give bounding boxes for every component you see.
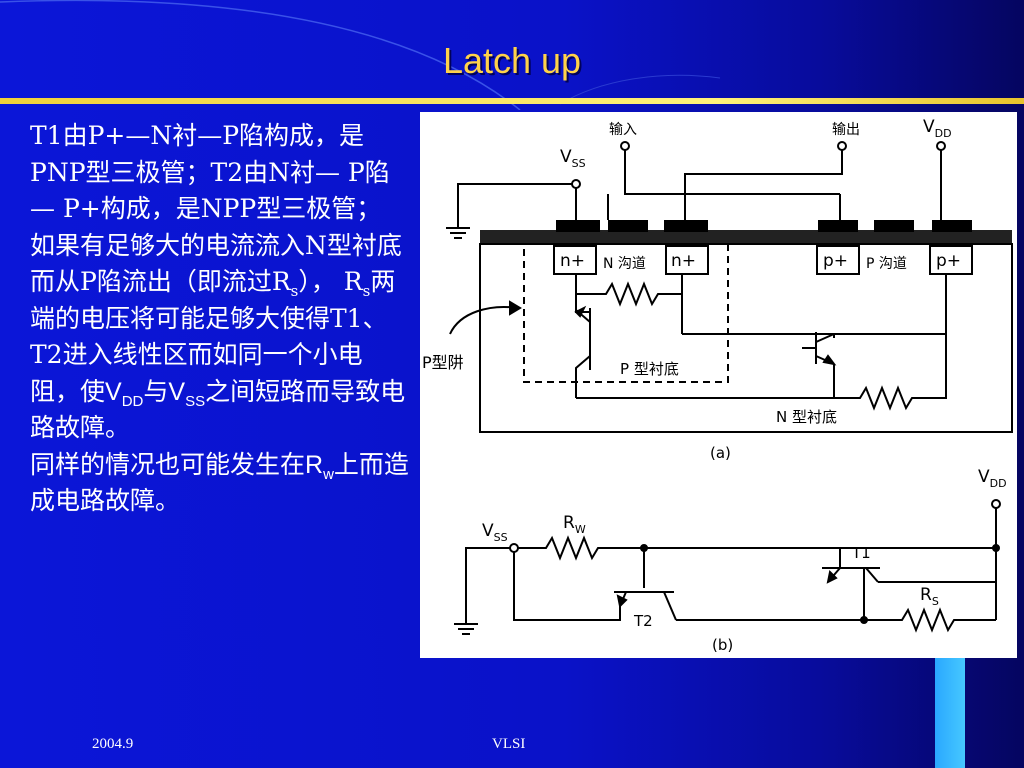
n-channel-label: N 沟道 — [603, 256, 646, 272]
p-substrate-label: P 型衬底 — [620, 360, 679, 378]
paragraph-3: 同样的情况也可能发生在Rw上而造成电路故障。 — [30, 449, 409, 516]
p-channel-label: P 沟道 — [866, 256, 907, 272]
oxide-layer — [480, 230, 1012, 244]
svg-text:n+: n+ — [560, 251, 585, 271]
vss-label-b: VSS — [482, 521, 508, 544]
svg-text:p+: p+ — [823, 251, 848, 271]
latchup-figure: 输入 输出 VDD VSS n+ N 沟道 — [420, 112, 1017, 658]
output-label: 输出 — [832, 122, 860, 138]
figure-a: 输入 输出 VDD VSS n+ N 沟道 — [422, 117, 1013, 462]
p-plus-diffusion-2 — [929, 245, 973, 275]
paragraph-2: 如果有足够大的电流流入N型衬底而从P陷流出（即流过Rs）， Rs两端的电压将可能… — [30, 230, 406, 443]
figure-b: VDD VSS RW T1 RS T2 — [454, 467, 1007, 654]
vdd-pin-b — [991, 499, 1001, 509]
paragraph-1: T1由P+—N衬—P陷构成，是PNP型三极管；T2由N衬— P陷— P+构成，是… — [30, 121, 390, 223]
vss-pin-b — [509, 543, 519, 553]
rs-label: RS — [920, 585, 939, 608]
footer-date: 2004.9 — [92, 736, 134, 752]
output-pin — [837, 141, 847, 151]
caption-a: (a) — [710, 444, 731, 462]
vss-label-a: VSS — [560, 147, 586, 170]
decorative-swoosh — [0, 0, 721, 110]
title-underline — [0, 98, 1024, 104]
svg-text:n+: n+ — [671, 251, 696, 271]
caption-b: (b) — [712, 636, 733, 654]
n-plus-diffusion-2 — [665, 245, 709, 275]
vss-pin-a — [571, 179, 581, 189]
body-text: T1由P+—N衬—P陷构成，是PNP型三极管；T2由N衬— P陷— P+构成，是… — [30, 118, 410, 520]
n-substrate-label: N 型衬底 — [776, 408, 837, 426]
vdd-label-b: VDD — [978, 467, 1007, 490]
decorative-accent-bar — [935, 658, 965, 768]
input-pin — [620, 141, 630, 151]
vdd-pin-a — [936, 141, 946, 151]
rw-label: RW — [563, 513, 586, 536]
t2-label: T2 — [633, 612, 653, 630]
input-label: 输入 — [609, 122, 637, 138]
circuit-diagram: 输入 输出 VDD VSS n+ N 沟道 — [422, 117, 1013, 654]
t1-label: T1 — [851, 544, 871, 562]
slide-title: Latch up — [442, 40, 582, 81]
footer-course: VLSI — [492, 736, 526, 752]
p-plus-diffusion-1 — [816, 245, 860, 275]
p-well-outline — [523, 243, 729, 383]
p-well-label: P型阱 — [422, 353, 464, 372]
vdd-label-a: VDD — [923, 117, 952, 140]
svg-text:p+: p+ — [936, 251, 961, 271]
